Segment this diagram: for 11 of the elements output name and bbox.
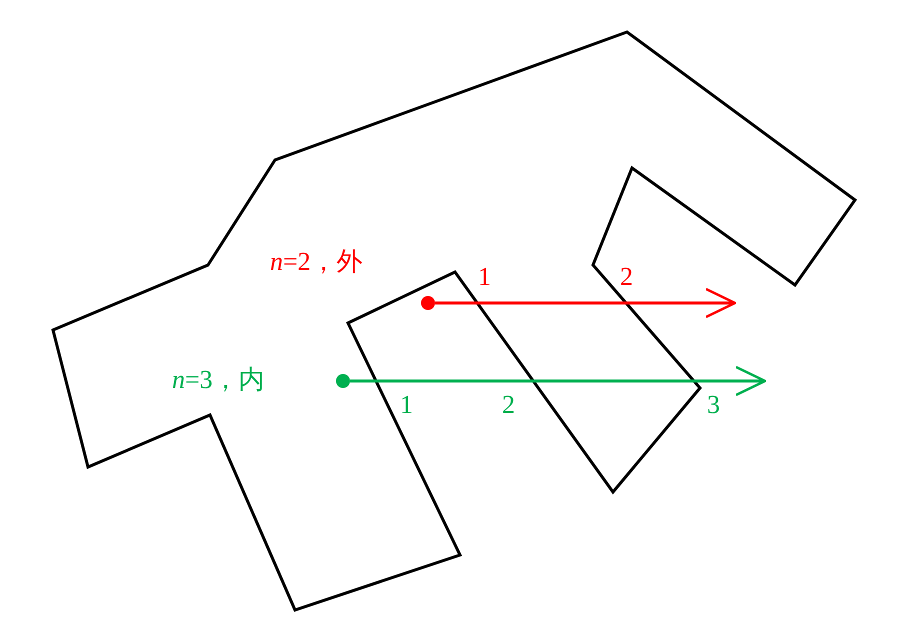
start-point — [336, 374, 350, 388]
intersection-number: 2 — [620, 262, 633, 292]
start-point — [421, 296, 435, 310]
intersection-number: 2 — [502, 390, 515, 420]
ray-arrow — [435, 288, 736, 318]
ray-arrow — [350, 366, 766, 396]
ray-caption: n=2，外 — [270, 247, 363, 277]
intersection-number: 1 — [400, 390, 413, 420]
intersection-number: 1 — [478, 262, 491, 292]
intersection-number: 3 — [707, 390, 720, 420]
ray-caption: n=3，内 — [172, 365, 265, 395]
